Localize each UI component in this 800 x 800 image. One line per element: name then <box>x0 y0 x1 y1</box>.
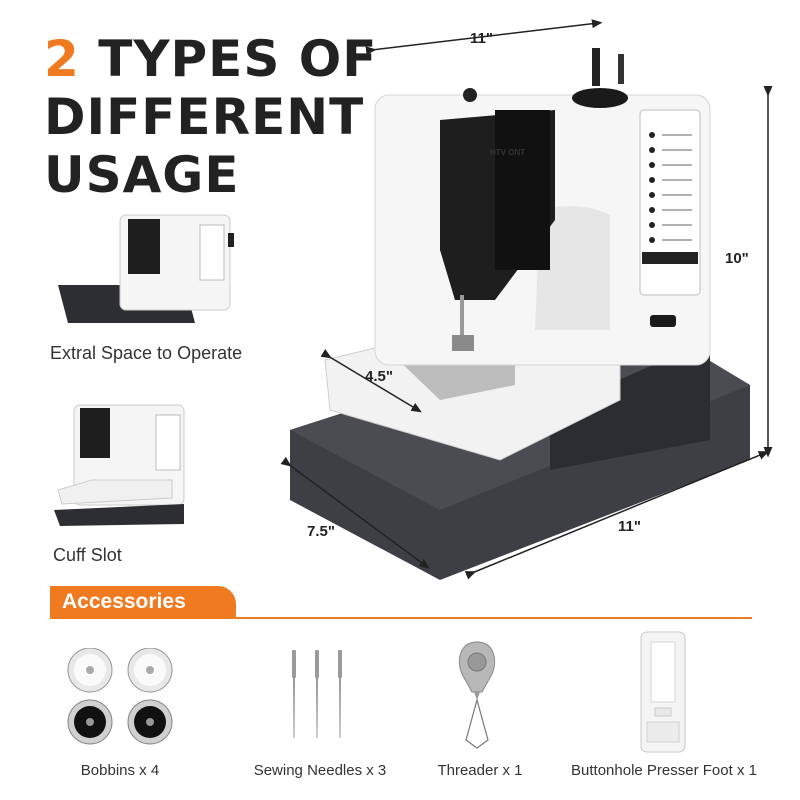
usage-extra-space-image <box>58 214 234 323</box>
threader-icon <box>458 641 496 749</box>
dimension-height: 10" <box>725 250 749 267</box>
buttonhole-presser-foot-icon <box>640 631 686 753</box>
headline-number: 2 <box>44 30 80 88</box>
headline-line2: DIFFERENT <box>44 88 365 146</box>
main-sewing-machine-image <box>290 48 750 580</box>
dimension-base-width: 11" <box>618 518 641 535</box>
accessories-divider <box>50 617 752 619</box>
headline-line1-rest: TYPES OF <box>98 30 378 88</box>
usage-caption-extra-space: Extral Space to Operate <box>50 343 243 363</box>
accessories-title: Accessories <box>50 586 236 618</box>
dimension-base-depth: 7.5" <box>307 523 335 540</box>
accessory-label-threader: Threader x 1 <box>437 762 523 779</box>
accessories-header: Accessories <box>50 586 752 620</box>
brand-logo-text: HTV ONT <box>490 148 526 157</box>
accessory-label-buttonhole-foot: Buttonhole Presser Foot x 1 <box>571 762 757 779</box>
usage-cuff-slot-image <box>54 404 185 526</box>
headline-line3: USAGE <box>44 146 240 204</box>
bobbins-icon <box>67 648 173 745</box>
dimension-top-width: 11" <box>470 30 493 47</box>
usage-caption-cuff-slot: Cuff Slot <box>53 545 122 565</box>
headline: 2 TYPES OF DIFFERENT USAGE <box>44 30 377 204</box>
accessory-label-needles: Sewing Needles x 3 <box>253 762 387 779</box>
accessory-label-bobbins: Bobbins x 4 <box>80 762 160 779</box>
dimension-arm-depth: 4.5" <box>365 368 393 385</box>
sewing-needles-icon <box>292 650 342 738</box>
